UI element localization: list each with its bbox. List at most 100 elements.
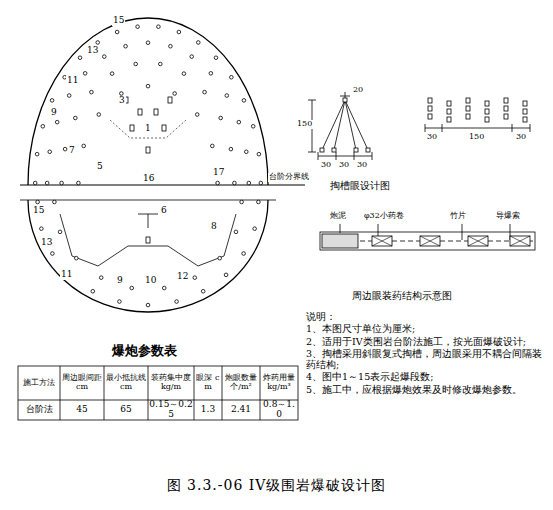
table-cell: 2.41 bbox=[223, 401, 259, 419]
table-title: 爆炮参数表 bbox=[112, 344, 177, 358]
blast-hole bbox=[99, 276, 103, 280]
blast-hole bbox=[257, 152, 261, 156]
table-cell: 台阶法 bbox=[19, 401, 59, 419]
blast-hole bbox=[244, 150, 248, 154]
blast-hole bbox=[242, 252, 246, 256]
blast-hole bbox=[209, 72, 213, 76]
blast-hole bbox=[224, 273, 228, 277]
cut-hole bbox=[138, 109, 142, 115]
cut-hole bbox=[447, 117, 451, 122]
parameter-table bbox=[18, 366, 298, 420]
blast-hole bbox=[118, 300, 122, 304]
blast-hole bbox=[74, 256, 78, 260]
blast-hole bbox=[58, 230, 62, 234]
blast-hole bbox=[251, 124, 255, 128]
note-text: 4、图中1～15表示起爆段数; bbox=[306, 372, 546, 382]
cut-hole bbox=[504, 114, 508, 119]
note-text: 3、掏槽采用斜眼复式掏槽，周边眼采用不耦合间隔装药结构; bbox=[306, 349, 546, 370]
blast-hole bbox=[67, 94, 71, 98]
note-text: 2、适用于IV类围岩台阶法施工，按光面爆破设计; bbox=[306, 337, 546, 347]
cut-hole bbox=[523, 117, 527, 122]
blast-hole bbox=[193, 276, 197, 280]
cut-hole-diagram bbox=[308, 92, 530, 160]
blast-hole bbox=[74, 116, 78, 120]
callout-number: 8 bbox=[210, 222, 218, 232]
cartridge bbox=[372, 236, 392, 246]
callout-number: 15 bbox=[32, 206, 45, 216]
blast-hole bbox=[78, 56, 82, 60]
callout-number: 9 bbox=[116, 276, 124, 286]
table-cell: 45 bbox=[61, 401, 103, 419]
callout-number: 7 bbox=[68, 146, 76, 156]
note-text: 说明： bbox=[306, 312, 546, 322]
table-cell: 周边眼间距 cm bbox=[61, 367, 103, 399]
blast-hole bbox=[51, 252, 55, 256]
blast-hole bbox=[253, 227, 257, 231]
blast-hole bbox=[146, 41, 150, 45]
blast-hole bbox=[214, 56, 218, 60]
table-cell: 0.8～1.0 bbox=[261, 401, 297, 419]
charge-cartridges bbox=[372, 236, 530, 246]
table-cell: 装药集中度 kg/m bbox=[149, 367, 193, 399]
cartridge-mark bbox=[372, 236, 392, 246]
cartridge bbox=[420, 236, 440, 246]
callout-number: 6 bbox=[160, 206, 168, 216]
blast-hole bbox=[234, 230, 238, 234]
cut-hole bbox=[485, 109, 489, 114]
blast-hole bbox=[211, 144, 215, 148]
blast-hole bbox=[225, 94, 229, 98]
blast-hole bbox=[83, 72, 87, 76]
blast-hole bbox=[35, 152, 39, 156]
blast-hole bbox=[242, 99, 246, 103]
blast-holes bbox=[33, 25, 262, 307]
blast-hole bbox=[196, 41, 200, 45]
callout-number: 13 bbox=[86, 46, 99, 56]
blast-hole bbox=[259, 181, 263, 185]
boundary-label: 台阶分界线 bbox=[268, 173, 310, 182]
cut-hole bbox=[447, 101, 451, 106]
blast-hole bbox=[173, 92, 177, 96]
blast-hole bbox=[134, 62, 138, 66]
dimension: 30 bbox=[426, 133, 438, 142]
blast-hole bbox=[177, 30, 181, 34]
blast-hole bbox=[146, 303, 150, 307]
blast-hole bbox=[41, 124, 45, 128]
blast-hole bbox=[40, 227, 44, 231]
blast-hole bbox=[216, 181, 220, 185]
cut-hole bbox=[504, 106, 508, 111]
callout-number: 13 bbox=[40, 238, 53, 248]
part-label: 导爆索 bbox=[496, 212, 520, 221]
blast-hole bbox=[247, 181, 251, 185]
cut-hole bbox=[343, 98, 347, 102]
blast-hole bbox=[60, 181, 64, 185]
dimension: 150 bbox=[468, 133, 485, 142]
blast-hole bbox=[136, 25, 140, 29]
blast-hole bbox=[230, 75, 234, 79]
cut-hole bbox=[485, 117, 489, 122]
blast-hole bbox=[97, 113, 101, 117]
callout-number: 16 bbox=[142, 174, 155, 184]
callout-number: 1 bbox=[144, 124, 152, 134]
cut-hole bbox=[504, 98, 508, 103]
dimension: 150 bbox=[296, 120, 313, 129]
part-label: 炮泥 bbox=[330, 212, 346, 221]
callout-number: 3 bbox=[118, 96, 126, 106]
cut-hole bbox=[366, 148, 370, 152]
blast-hole bbox=[237, 120, 241, 124]
cut-hole bbox=[354, 148, 358, 152]
blast-hole bbox=[130, 286, 134, 290]
cartridge-mark bbox=[510, 236, 530, 246]
blast-hole bbox=[124, 44, 128, 48]
blast-hole bbox=[36, 200, 40, 204]
blast-hole bbox=[157, 25, 161, 29]
cut-holes bbox=[320, 98, 527, 152]
callout-number: 15 bbox=[112, 16, 125, 26]
blast-hole bbox=[90, 90, 94, 94]
blast-hole bbox=[82, 144, 86, 148]
blast-hole bbox=[63, 147, 67, 151]
blast-hole bbox=[50, 99, 54, 103]
cut-hole bbox=[146, 147, 150, 153]
cartridge bbox=[510, 236, 530, 246]
blast-hole bbox=[190, 55, 194, 59]
figure-title: 周边眼装药结构示意图 bbox=[352, 290, 452, 301]
